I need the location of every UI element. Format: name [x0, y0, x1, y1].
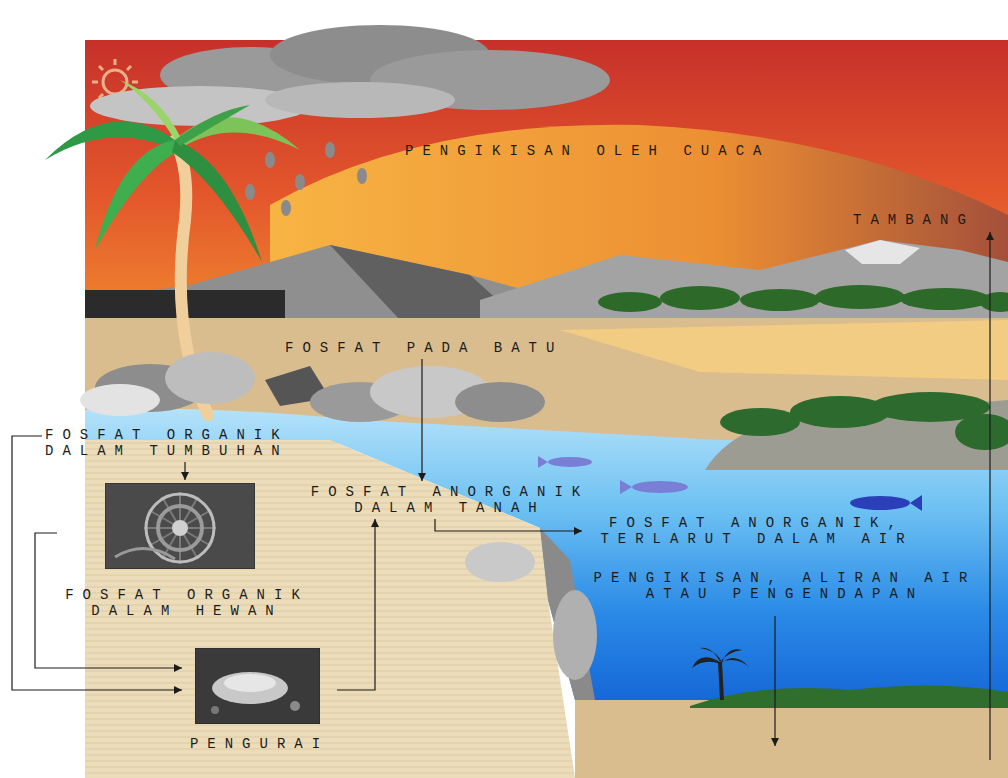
process-label: PENGIKISAN, ALIRAN AIR ATAU PENGENDAPAN: [585, 570, 985, 602]
fish: [910, 495, 922, 511]
decomposer-photo: [195, 648, 320, 724]
node-text: FOSFAT ANORGANIK DALAM TANAH: [298, 484, 602, 516]
animal-photo: [172, 520, 188, 536]
rain-drops: [245, 142, 367, 216]
rock-phosphate: FOSFAT PADA BATU: [285, 340, 567, 356]
rain-drops: [295, 174, 305, 190]
sun-symbol: [127, 66, 131, 70]
small-palm: [720, 662, 722, 700]
palm-tree: [120, 80, 182, 140]
rock-dust: [455, 382, 545, 422]
sun-symbol: [114, 59, 117, 65]
label-text: PENGIKISAN, ALIRAN AIR ATAU PENGENDAPAN: [585, 570, 985, 602]
forest: [598, 285, 1008, 312]
forest: [815, 285, 905, 309]
soil-phosphate: FOSFAT ANORGANIK DALAM TANAH: [298, 484, 602, 516]
mountains: [85, 240, 1008, 330]
small-palm: [692, 648, 750, 700]
node-text: FOSFAT ORGANIK DALAM TUMBUHAN: [45, 427, 339, 459]
decomposer-photo: [224, 674, 276, 692]
shore-trees: [720, 392, 1008, 450]
fish: [538, 456, 922, 511]
process-label: TAMBANG: [853, 212, 975, 228]
node-text: FOSFAT ANORGANIK, TERLARUT DALAM AIR: [585, 515, 929, 547]
label-text: TAMBANG: [853, 212, 975, 228]
rain-drops: [281, 200, 291, 216]
fish: [632, 481, 688, 493]
sky: [85, 40, 1008, 330]
connector-part: [12, 359, 582, 690]
animal-photo: [115, 548, 175, 559]
label-text: PENGIKISAN OLEH CUACA: [405, 143, 770, 159]
forest: [900, 288, 990, 310]
rock-dust: [465, 542, 535, 582]
fish: [538, 456, 548, 468]
mountains: [480, 240, 1008, 330]
sea-floor-plants: [690, 685, 1008, 708]
plant-phosphate: FOSFAT ORGANIK DALAM TUMBUHAN: [45, 427, 339, 459]
cycle-arrow: [184, 462, 185, 480]
decomposer-photo: [211, 706, 219, 714]
rain-drops: [245, 184, 255, 200]
cycle-arrow: [337, 519, 375, 690]
sand: [560, 320, 1008, 380]
cycle-arrow: [421, 359, 422, 481]
animal-phosphate-picture: [105, 483, 255, 569]
palm-tree: [175, 105, 250, 146]
mountains: [845, 240, 920, 264]
shore-trees: [955, 414, 1008, 450]
animal-photo: [158, 506, 202, 550]
fish: [850, 496, 910, 510]
rain-drops: [325, 142, 335, 158]
fish: [620, 480, 632, 494]
rock-dust: [80, 352, 597, 680]
small-palm: [700, 648, 742, 662]
node-text: PENGURAI: [185, 736, 334, 752]
forest: [660, 286, 740, 310]
rock-dust: [80, 384, 160, 416]
small-palm: [692, 657, 750, 668]
node-text: FOSFAT ORGANIK DALAM HEWAN: [60, 587, 314, 619]
rain-cloud: [90, 25, 610, 126]
sun-symbol: [92, 81, 98, 84]
sedimentation-arrow: [774, 616, 775, 746]
rain-drops: [265, 152, 275, 168]
node-text: FOSFAT PADA BATU: [285, 340, 567, 356]
animal-photo: [105, 483, 255, 569]
rock-dust: [553, 590, 597, 680]
rain-cloud: [265, 82, 455, 118]
decomposer: PENGURAI: [185, 648, 334, 752]
decomposer-photo: [212, 672, 288, 704]
rock-dust: [165, 352, 255, 404]
shore-trees: [720, 408, 800, 436]
cycle-arrow: [435, 519, 582, 531]
forest: [740, 289, 820, 311]
mining-arrow: [989, 232, 990, 760]
process-label: PENGIKISAN OLEH CUACA: [405, 143, 770, 159]
palm-tree: [172, 140, 262, 262]
palm-tree: [45, 80, 300, 415]
sun-symbol: [99, 66, 103, 70]
water-phosphate: FOSFAT ANORGANIK, TERLARUT DALAM AIR: [585, 515, 929, 547]
sea-floor: [575, 700, 1008, 778]
animal-photo: [146, 494, 214, 562]
forest: [598, 292, 662, 312]
rain-drops: [357, 168, 367, 184]
palm-tree: [95, 140, 180, 250]
forest: [980, 292, 1008, 312]
sun-symbol: [132, 81, 138, 84]
fish: [548, 457, 592, 467]
animal-phosphate: FOSFAT ORGANIK DALAM HEWAN: [60, 483, 314, 619]
decomposer-picture: [195, 648, 320, 724]
decomposer-photo: [290, 701, 300, 711]
